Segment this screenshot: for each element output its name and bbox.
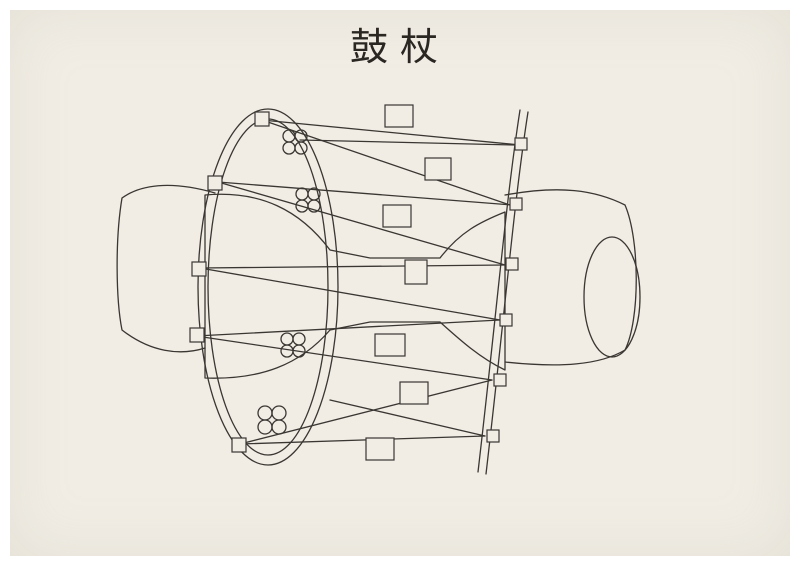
rim-clips-right bbox=[486, 137, 528, 443]
right-drum-head bbox=[477, 109, 641, 475]
tension-blocks bbox=[365, 104, 452, 461]
rim-clips-left bbox=[189, 111, 270, 453]
floral-roundels bbox=[257, 129, 321, 435]
lacing-ropes bbox=[195, 119, 521, 445]
left-drum-head bbox=[116, 108, 339, 466]
drum-waist bbox=[204, 193, 506, 379]
page-title: 鼓杖 bbox=[349, 25, 450, 69]
paper-sheet bbox=[10, 10, 790, 556]
